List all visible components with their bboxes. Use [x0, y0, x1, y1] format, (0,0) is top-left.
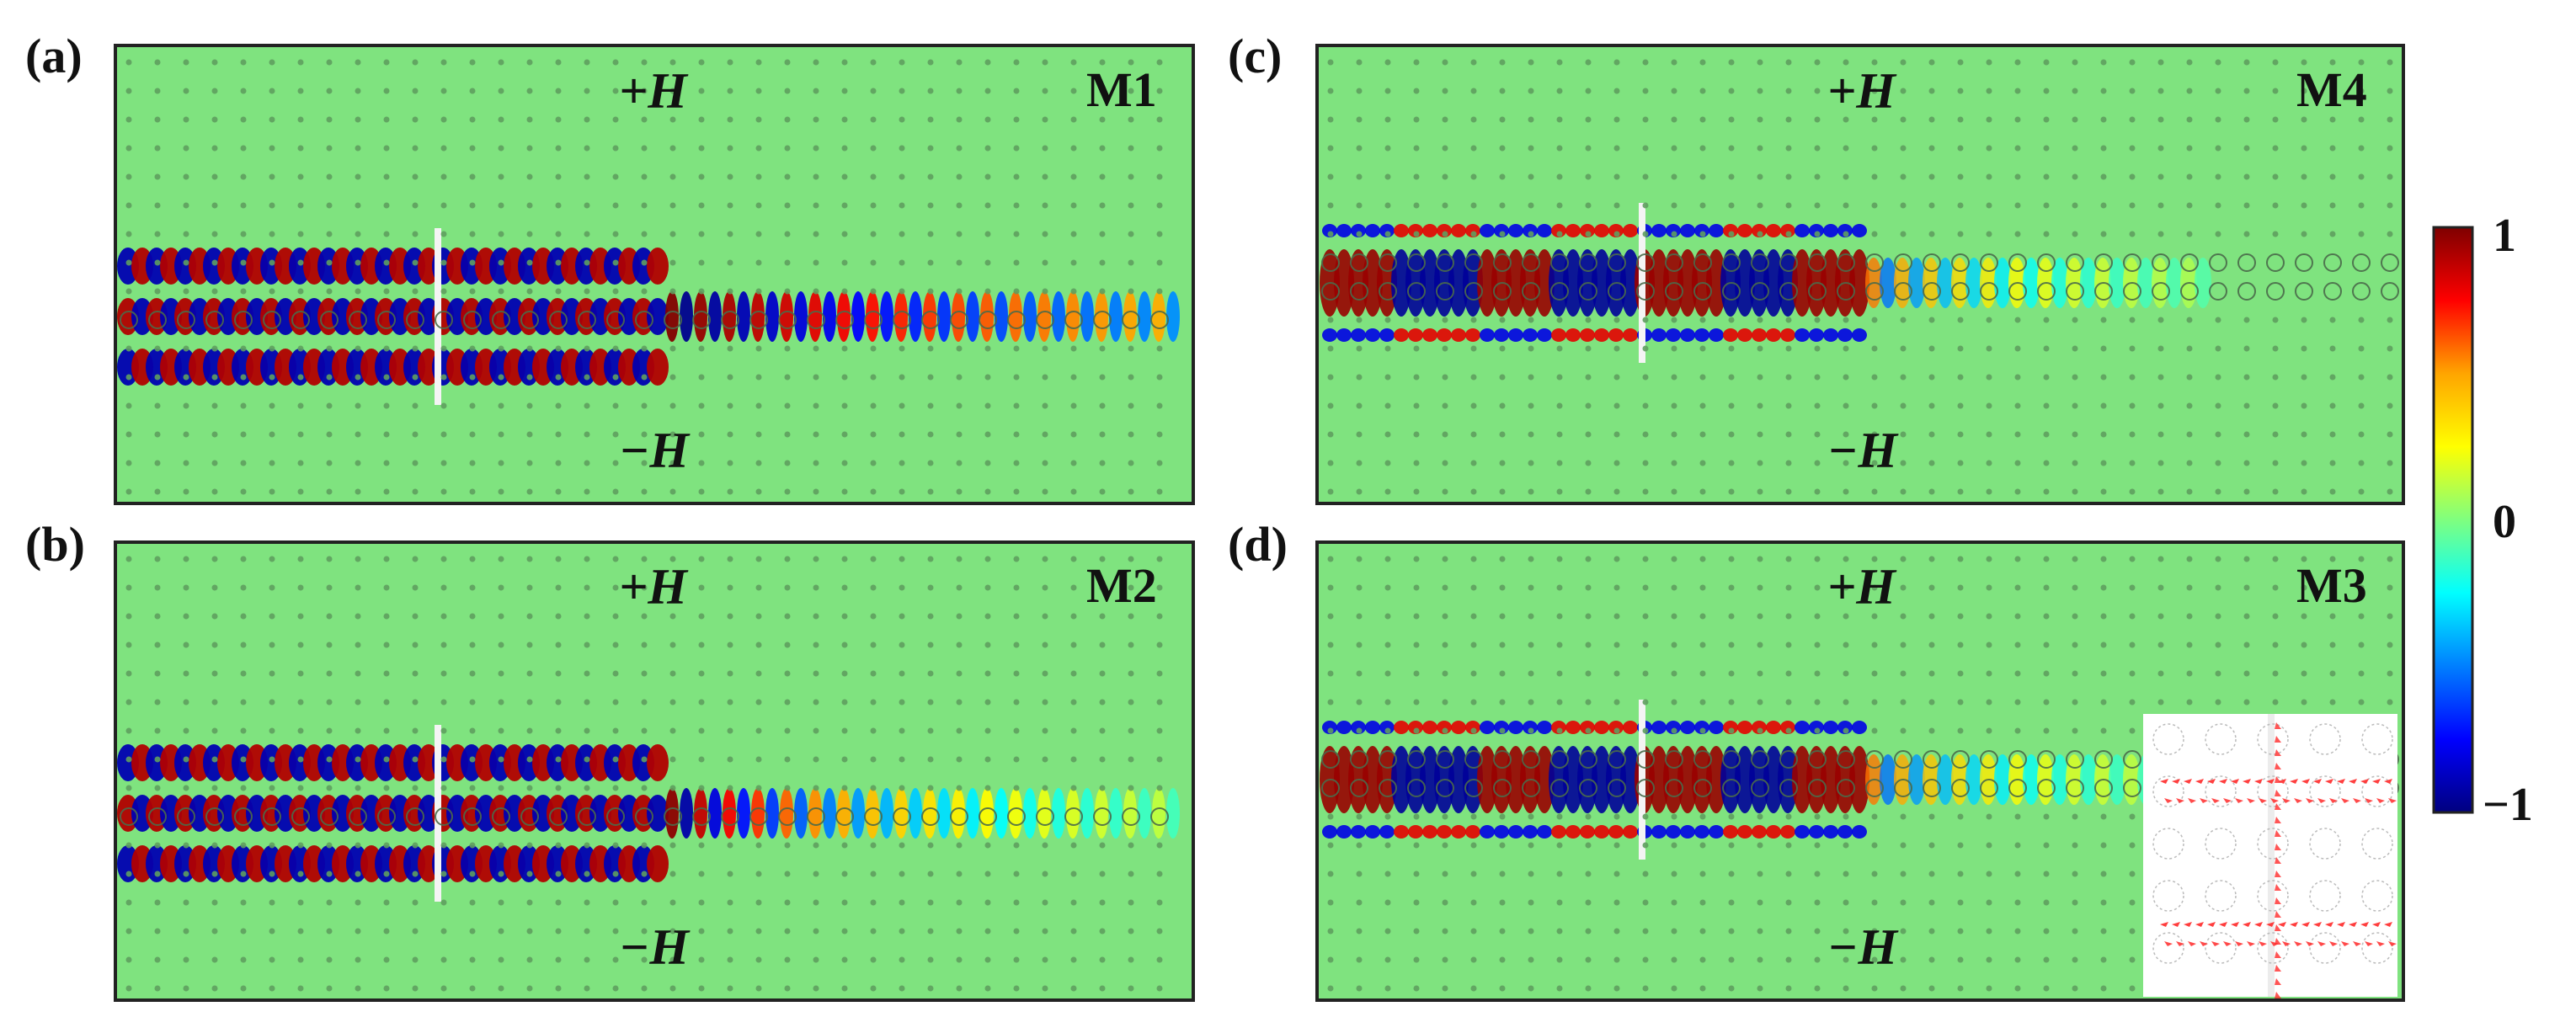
colorbar-tick-max: 1 — [2493, 210, 2516, 262]
panel-d-plus-h-label: +H — [1827, 559, 1896, 615]
panel-c-letter: (c) — [1228, 29, 1283, 83]
panel-b-field-pattern — [117, 744, 1180, 882]
panel-c-minus-h-label: −H — [1827, 423, 1898, 478]
panel-c-rod-lattice — [1321, 59, 2399, 495]
colorbar — [2432, 226, 2474, 814]
panel-d-mode-label: M3 — [2296, 558, 2367, 613]
panel-c-plus-h-label: +H — [1827, 63, 1896, 119]
panel-b-letter: (b) — [25, 517, 85, 572]
panel-a-field-pattern — [117, 248, 1180, 386]
panel-a-mode-label: M1 — [1086, 62, 1157, 117]
panel-a-field-map — [115, 45, 1193, 503]
panel-d-field-map — [1317, 542, 2403, 1000]
panel-d-minus-h-label: −H — [1827, 919, 1898, 975]
panel-c-field-map — [1317, 45, 2403, 503]
colorbar-tick-min: −1 — [2483, 779, 2533, 831]
panel-a-defect — [435, 228, 441, 405]
panel-d-inset — [2143, 714, 2397, 998]
colorbar-tick-zero: 0 — [2493, 496, 2516, 548]
panel-b-field-map — [115, 542, 1193, 1000]
panel-a-plus-h-label: +H — [619, 63, 687, 119]
panel-b-minus-h-label: −H — [619, 919, 690, 975]
panel-c-mode-label: M4 — [2296, 62, 2367, 117]
panel-d-letter: (d) — [1228, 517, 1288, 572]
panel-b-rod-lattice — [120, 556, 1169, 992]
panel-a-minus-h-label: −H — [619, 423, 690, 478]
panel-b-plus-h-label: +H — [619, 559, 687, 615]
panel-b-defect — [435, 725, 441, 902]
panel-a-rod-lattice — [120, 59, 1169, 495]
panel-a-letter: (a) — [25, 29, 83, 83]
panel-b-mode-label: M2 — [1086, 558, 1157, 613]
